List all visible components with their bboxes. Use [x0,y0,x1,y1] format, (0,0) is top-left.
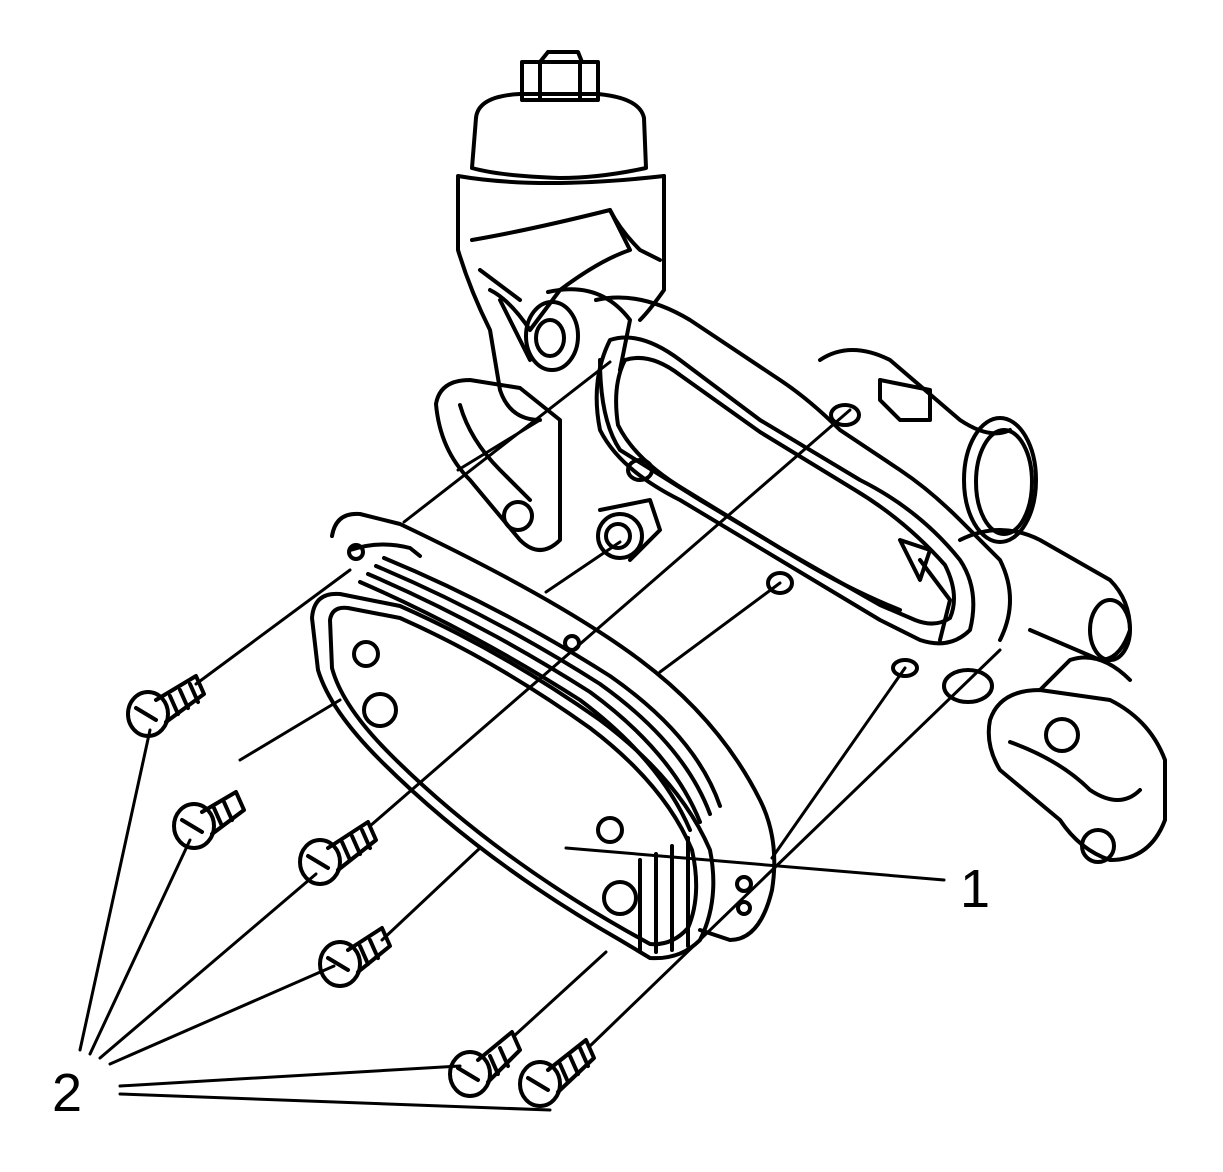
leader-2-d [110,966,334,1064]
oil-cooler [312,514,774,958]
callout-label-oil-cooler: 1 [960,859,991,919]
bolt-3 [300,822,376,884]
leader-2-e [120,1066,460,1086]
leader-lines [80,730,944,1110]
bolt-5 [450,1032,520,1096]
bolt-alignment-lines [196,362,1000,1046]
bolt-2 [174,792,244,848]
leader-2-f [120,1094,550,1110]
bolt-6 [520,1040,594,1106]
leader-1 [566,848,944,880]
leader-2-c [100,874,316,1058]
bolt-1 [128,676,204,736]
oil-filter-housing [458,52,664,420]
leader-2-a [80,730,150,1050]
leader-2-b [90,840,190,1054]
cooler-adapter-housing [436,289,1165,862]
bolt-4 [320,928,390,986]
callout-label-bolts: 2 [52,1063,83,1123]
